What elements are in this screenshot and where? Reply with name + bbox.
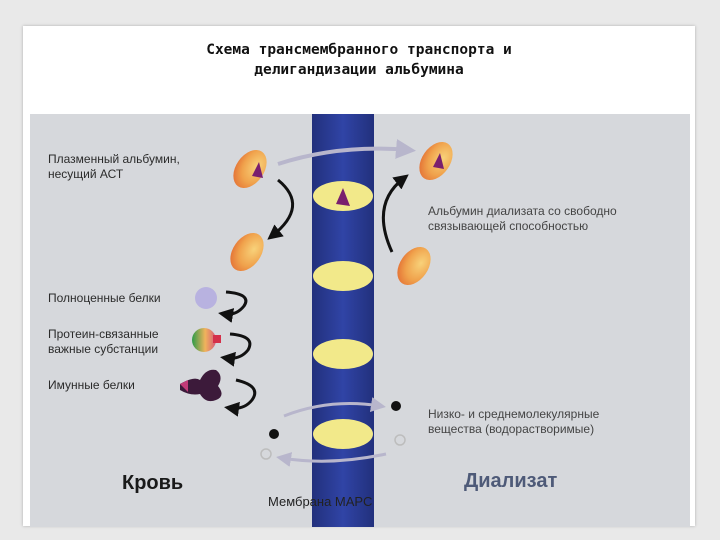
diagram-canvas [180, 114, 453, 527]
plasma-albumin [230, 233, 264, 271]
protein-bound-marker [213, 335, 221, 343]
protein-bound-substance [192, 328, 216, 352]
small-molecule-hollow [394, 434, 406, 446]
low-mid-molecular-label: Низко- и среднемолекулярные вещества (во… [428, 407, 600, 436]
dialysate-albumin [397, 247, 431, 285]
transfer-arrow [276, 452, 387, 467]
plasma-albumin [233, 150, 267, 188]
immune-protein-tip [180, 380, 188, 392]
membrane-pore [313, 261, 373, 291]
immune-protein [180, 369, 222, 402]
full-proteins-label: Полноценные белки [48, 291, 161, 305]
membrane-pore [313, 419, 373, 449]
return-arrow [381, 174, 409, 253]
transport-diagram: Плазменный альбумин, несущий АСТ Полноце… [30, 114, 690, 527]
slide-title: Схема трансмембранного транспорта и дели… [23, 40, 695, 80]
membrane-label: Мембрана МАРС [268, 494, 373, 509]
bounce-arrow [218, 290, 248, 323]
title-line-2: делигандизации альбумина [254, 62, 464, 78]
ligand [433, 153, 444, 169]
dialysate-albumin-label: Альбумин диализата со свободно связывающ… [428, 204, 617, 233]
full-protein [195, 287, 217, 309]
immune-proteins-label: Имунные белки [48, 378, 135, 392]
small-molecule [391, 401, 401, 411]
blood-label: Кровь [122, 472, 184, 494]
return-arrow [267, 178, 295, 240]
ligand-in-pore [336, 188, 350, 206]
transfer-arrow [277, 138, 416, 166]
bounce-arrow [220, 332, 252, 367]
protein-bound-label: Протеин-связанные важные субстанции [48, 327, 159, 356]
small-molecule-left [269, 429, 279, 439]
mars-membrane [312, 114, 374, 527]
title-line-1: Схема трансмембранного транспорта и [206, 42, 512, 58]
membrane-pore [313, 339, 373, 369]
bounce-arrow [224, 378, 257, 417]
ligand [252, 162, 263, 178]
transfer-arrow [283, 397, 386, 418]
dialysate-label: Диализат [464, 470, 558, 492]
plasma-albumin-label: Плазменный альбумин, несущий АСТ [48, 152, 180, 181]
small-molecule-left-hollow [260, 448, 272, 460]
